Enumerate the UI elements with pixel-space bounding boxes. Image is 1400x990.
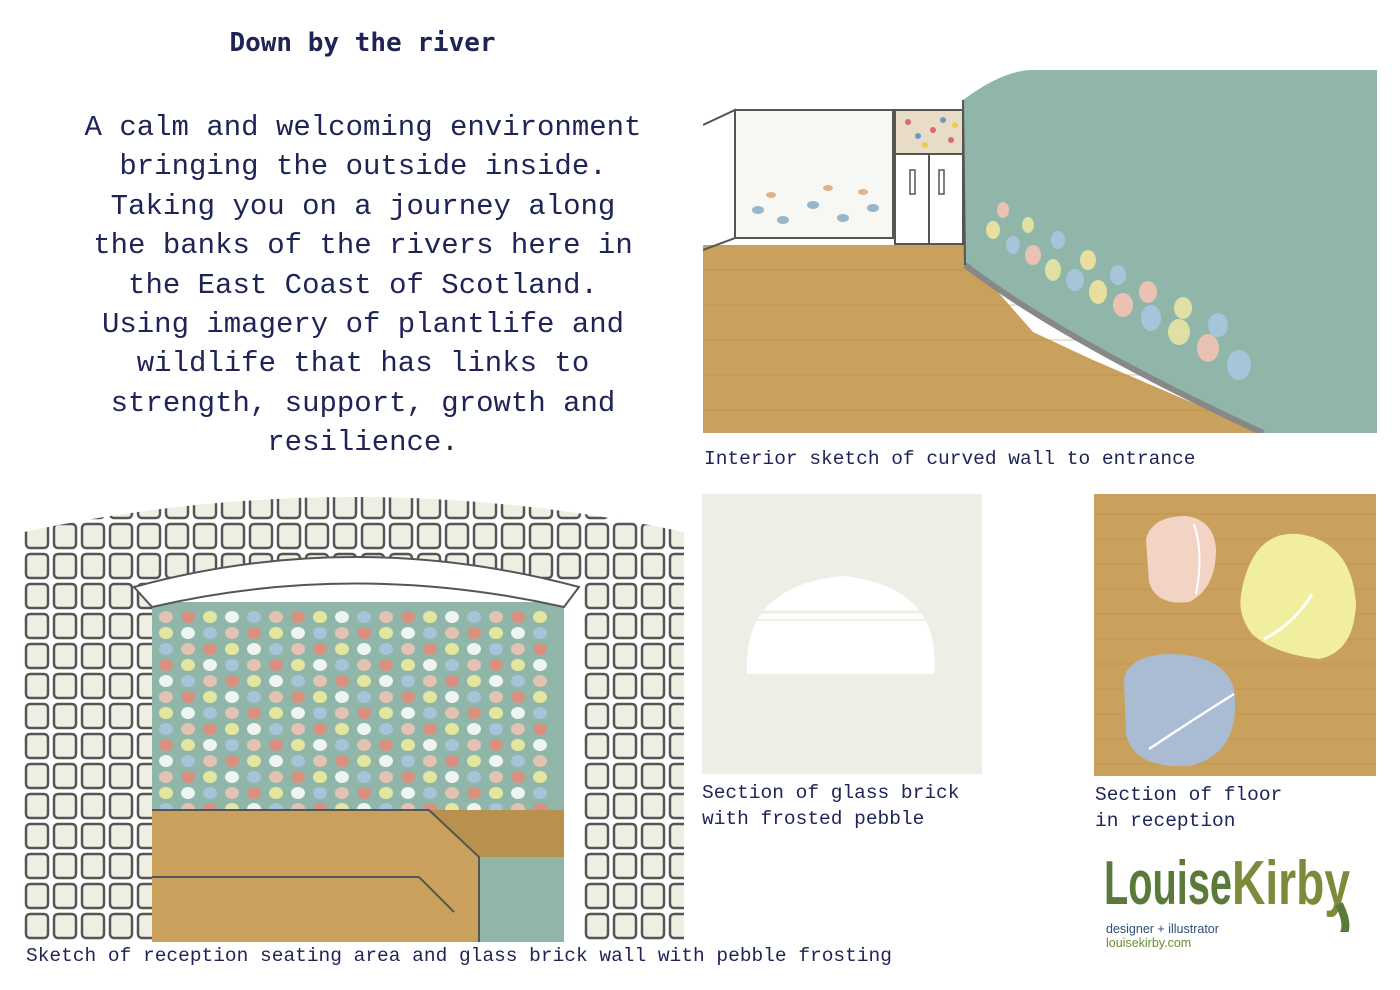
intro-line: the banks of the rivers here in (93, 229, 633, 263)
caption-glass-brick: Section of glass brick with frosted pebb… (702, 782, 960, 830)
caption-floor: Section of floor in reception (1095, 784, 1283, 832)
intro-line: wildlife that has links to (136, 347, 590, 381)
logo-first: Louise (1104, 849, 1232, 918)
intro-line: the East Coast of Scotland. (128, 268, 598, 302)
brand-logo: Louise Kirby designer + illustrator loui… (1104, 842, 1374, 967)
intro-text: A calm and welcoming environment bringin… (18, 108, 708, 463)
logo-tagline: designer + illustrator (1106, 922, 1219, 936)
floor-section (1094, 494, 1376, 776)
page-title: Down by the river (229, 28, 496, 58)
caption-reception: Sketch of reception seating area and gla… (26, 945, 892, 967)
intro-line: strength, support, growth and (110, 386, 616, 420)
interior-sketch (703, 70, 1377, 433)
glass-brick-section (702, 494, 982, 774)
logo-last: Kirby (1232, 849, 1350, 918)
intro-line: Using imagery of plantlife and (101, 308, 625, 342)
intro-line: bringing the outside inside. (119, 150, 607, 184)
intro-line: A calm and welcoming environment (84, 111, 642, 144)
intro-line: Taking you on a journey along (110, 189, 616, 223)
logo-website: louisekirby.com (1106, 936, 1192, 950)
caption-interior: Interior sketch of curved wall to entran… (704, 448, 1196, 470)
reception-sketch (24, 492, 684, 942)
intro-line: resilience. (267, 426, 459, 460)
